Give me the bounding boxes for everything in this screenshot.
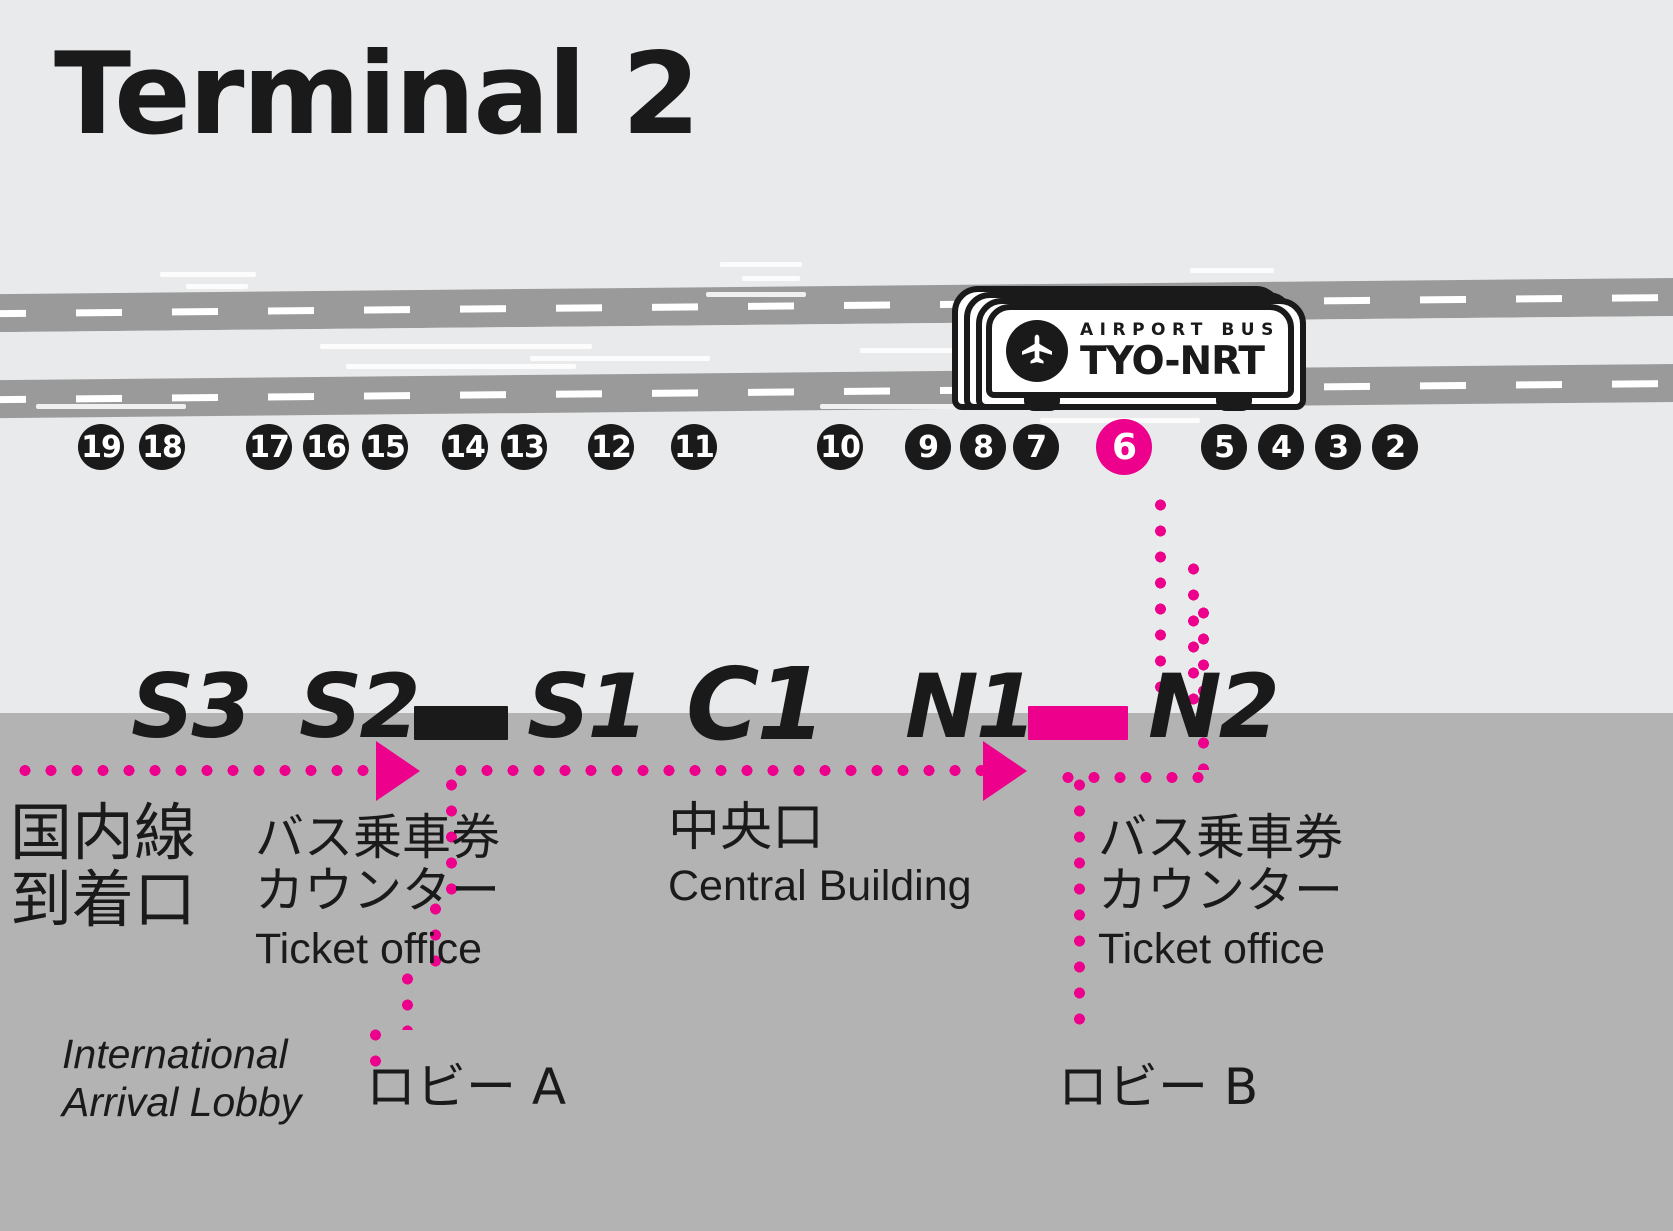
- bus-route-name: TYO-NRT: [1080, 338, 1265, 384]
- route-segment-from-stop-6: [1188, 556, 1199, 716]
- page-title: Terminal 2: [54, 28, 700, 160]
- route-branch-lobby-a: [430, 896, 441, 974]
- label-lobby-b: ロビー B: [1058, 1058, 1259, 1116]
- bus-wheel: [1216, 395, 1252, 411]
- airplane-icon: [1006, 320, 1068, 382]
- bus-branding: AIRPORT BUS TYO-NRT: [1080, 319, 1280, 384]
- building-code-c1: C1: [686, 646, 826, 763]
- route-branch-lobby-a: [402, 966, 413, 1030]
- route-arrow-east: [983, 741, 1027, 801]
- bus-stop-badge-19[interactable]: 19: [78, 424, 124, 470]
- label-central-building-jp: 中央口: [668, 798, 825, 858]
- bus-stop-badge-16[interactable]: 16: [303, 424, 349, 470]
- route-arrow-west: [376, 741, 420, 801]
- motion-streak: [742, 276, 800, 281]
- motion-streak: [186, 284, 248, 289]
- bus-stop-badge-12[interactable]: 12: [588, 424, 634, 470]
- bus-stop-badge-7[interactable]: 7: [1013, 424, 1059, 470]
- building-code-s1: S1: [527, 655, 649, 758]
- motion-streak: [720, 262, 802, 267]
- label-ticket-office-a-en: Ticket office: [255, 925, 483, 973]
- bus-stop-badge-11[interactable]: 11: [671, 424, 717, 470]
- bus-stop-badge-14[interactable]: 14: [442, 424, 488, 470]
- bus-stop-badge-5[interactable]: 5: [1201, 424, 1247, 470]
- bus-wheel: [1024, 395, 1060, 411]
- label-international-arrival-lobby: International Arrival Lobby: [62, 1031, 302, 1126]
- bus-stop-badge-15[interactable]: 15: [362, 424, 408, 470]
- label-domestic-arrivals-jp: 国内線 到着口: [10, 796, 197, 936]
- terminal-building-plate: [0, 713, 1673, 1231]
- bus-stop-badge-8[interactable]: 8: [960, 424, 1006, 470]
- building-bar-s2: [414, 706, 508, 740]
- motion-streak: [706, 292, 806, 297]
- route-branch-lobby-b: [1074, 772, 1085, 1034]
- route-branch-lobby-a: [370, 1022, 381, 1070]
- label-ticket-office-b-en: Ticket office: [1098, 925, 1326, 973]
- route-segment-from-stop-6: [1198, 600, 1209, 770]
- bus-stop-badge-2[interactable]: 2: [1372, 424, 1418, 470]
- motion-streak: [346, 364, 576, 369]
- motion-streak: [530, 356, 710, 361]
- bus-stop-badge-6-highlighted[interactable]: 6: [1096, 419, 1152, 475]
- bus-stop-badge-18[interactable]: 18: [139, 424, 185, 470]
- label-central-building-en: Central Building: [668, 862, 972, 910]
- bus-body: AIRPORT BUS TYO-NRT: [986, 304, 1294, 398]
- building-code-n1: N1: [905, 655, 1037, 758]
- bus-stop-badge-13[interactable]: 13: [501, 424, 547, 470]
- building-code-n2: N2: [1148, 655, 1280, 758]
- motion-streak: [1190, 268, 1274, 273]
- bus-stop-badge-9[interactable]: 9: [905, 424, 951, 470]
- road-dashes-upper: [0, 293, 1673, 317]
- bus-stop-badge-3[interactable]: 3: [1315, 424, 1361, 470]
- building-code-s3: S3: [131, 655, 253, 758]
- motion-streak: [36, 404, 186, 409]
- airport-bus-graphic: AIRPORT BUS TYO-NRT: [952, 276, 1312, 411]
- motion-streak: [320, 344, 592, 349]
- route-segment-west: [12, 765, 380, 776]
- building-bar-n1-highlighted: [1028, 706, 1128, 740]
- road-dashes-lower: [0, 379, 1673, 403]
- label-ticket-office-a-jp: バス乗車券 カウンター: [255, 809, 501, 919]
- route-segment-from-stop-6: [1155, 492, 1166, 704]
- bus-stop-badge-4[interactable]: 4: [1258, 424, 1304, 470]
- label-ticket-office-b-jp: バス乗車券 カウンター: [1098, 809, 1344, 919]
- route-branch-lobby-a: [446, 772, 457, 902]
- motion-streak: [160, 272, 256, 277]
- bus-subtitle: AIRPORT BUS: [1080, 319, 1280, 340]
- route-segment-east: [1055, 772, 1205, 783]
- route-segment-center: [448, 765, 983, 776]
- label-lobby-a: ロビー A: [366, 1058, 567, 1116]
- building-code-s2: S2: [299, 655, 421, 758]
- bus-stop-badge-10[interactable]: 10: [817, 424, 863, 470]
- bus-stop-badge-17[interactable]: 17: [246, 424, 292, 470]
